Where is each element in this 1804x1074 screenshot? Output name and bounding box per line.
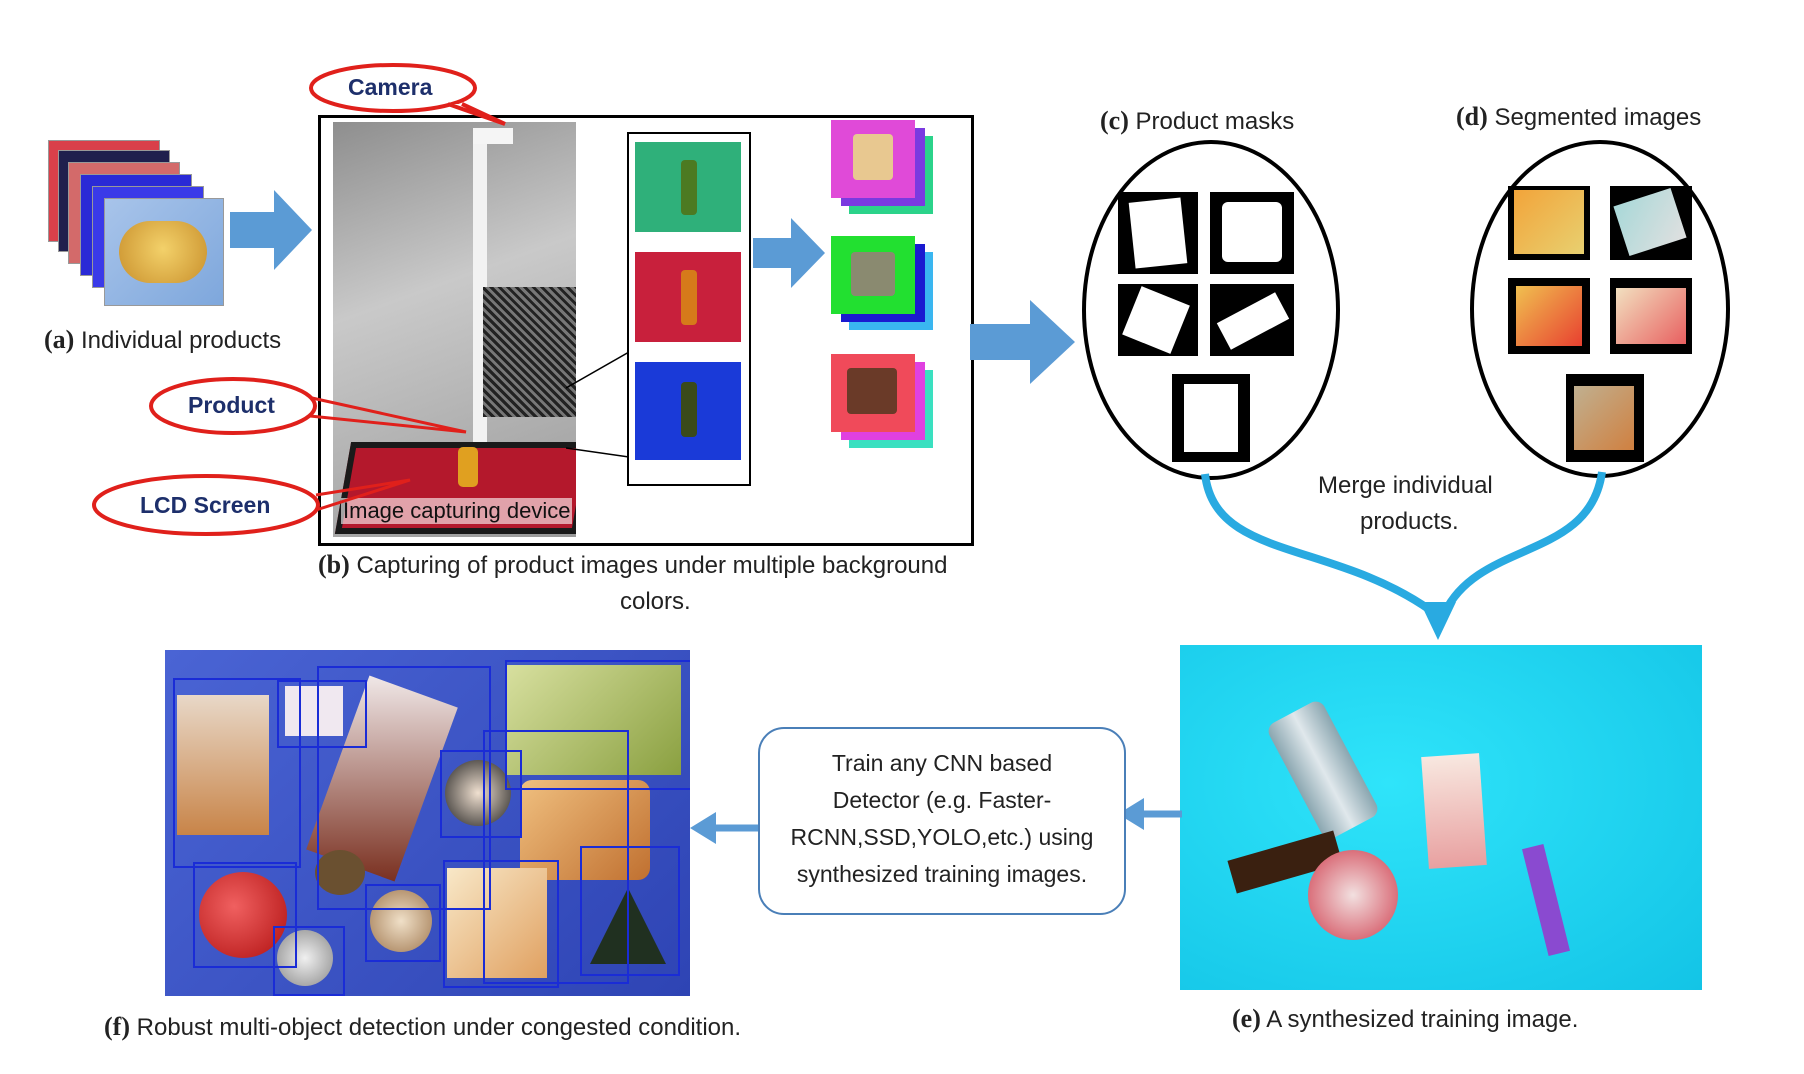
cookie-item (370, 890, 432, 952)
individual-products-stack (48, 140, 228, 310)
bounding-box (505, 660, 690, 790)
green-bg-sample (635, 142, 741, 232)
item-graphic (847, 368, 897, 414)
colored-stack-1 (831, 120, 941, 220)
caption-e: (e) A synthesized training image. (1232, 1004, 1579, 1033)
colored-stack-3 (831, 354, 941, 454)
bounding-box (580, 846, 680, 976)
blue-bg-sample (635, 362, 741, 460)
segmented-item (1616, 288, 1686, 344)
train-line-3: RCNN,SSD,YOLO,etc.) using (790, 824, 1094, 850)
detection-image (165, 650, 690, 996)
mask-shape (1222, 202, 1282, 262)
grid-panel (483, 287, 576, 417)
mask-tile (1118, 192, 1198, 274)
stack-layer (831, 236, 915, 314)
segmented-tile (1610, 186, 1692, 260)
masks-ellipse (1082, 140, 1340, 480)
camera-head (473, 128, 513, 144)
mask-tile (1210, 192, 1294, 274)
caption-a: (a) Individual products (44, 325, 282, 354)
bottle-graphic (681, 160, 697, 215)
caption-c: (c) Product masks (1100, 106, 1295, 135)
bottle-graphic (681, 382, 697, 437)
bounding-box (365, 884, 441, 962)
round-item (445, 760, 511, 826)
camera-callout: Camera (348, 74, 433, 100)
background-samples (627, 132, 751, 486)
mask-tile (1118, 284, 1198, 356)
kiwi-item (315, 850, 365, 895)
stick-graphic (1522, 843, 1570, 957)
capture-device-panel: Image capturing device (318, 115, 974, 546)
train-line-2: Detector (e.g. Faster- (832, 787, 1052, 813)
arrow-e-to-train (1118, 798, 1182, 830)
train-detector-box: Train any CNN based Detector (e.g. Faste… (758, 727, 1126, 915)
bounding-box (483, 730, 629, 984)
merge-text-line1: Merge individual (1318, 472, 1493, 499)
apple-item (199, 872, 287, 958)
stack-layer (831, 354, 915, 432)
bounding-box (193, 862, 297, 968)
train-line-4: synthesized training images. (796, 861, 1088, 887)
bounding-box (317, 666, 491, 910)
item-graphic (851, 252, 895, 296)
item-graphic (853, 134, 893, 180)
train-line-1: Train any CNN based (831, 750, 1053, 776)
arrow-train-to-f (690, 812, 758, 844)
red-bg-sample (635, 252, 741, 342)
sandwich-item (447, 868, 547, 978)
stack-layer (831, 120, 915, 198)
synthesized-image (1180, 645, 1702, 990)
caption-f: (f) Robust multi-object detection under … (104, 1012, 742, 1041)
segmented-tile (1566, 374, 1644, 462)
can-graphic (1265, 698, 1381, 842)
sandwich-graphic (1421, 753, 1487, 869)
segmented-tile (1508, 186, 1590, 260)
bounding-box (173, 678, 301, 868)
segmented-item (1516, 286, 1582, 346)
segmented-tile (1508, 278, 1590, 354)
colored-stack-2 (831, 236, 941, 336)
bounding-box (273, 926, 345, 996)
bounding-box (443, 860, 559, 988)
mask-shape (1184, 384, 1238, 452)
segmented-tile (1610, 278, 1692, 354)
caption-b-line2: colors. (620, 588, 691, 615)
bread-item (177, 695, 269, 835)
caption-d: (d) Segmented images (1456, 102, 1702, 131)
zoom-lines (566, 347, 637, 459)
mask-tile (1172, 374, 1250, 462)
lid-graphic (1308, 850, 1398, 940)
lcd-callout: LCD Screen (140, 492, 271, 518)
package-item (285, 686, 343, 736)
bounding-box (440, 750, 522, 838)
device-label: Image capturing device (341, 498, 573, 524)
can-item (277, 930, 333, 986)
device-photo (333, 122, 576, 537)
segmented-item (1514, 190, 1584, 254)
mask-tile (1210, 284, 1294, 356)
caption-b-line1: (b) Capturing of product images under mu… (318, 550, 948, 579)
bread-graphic (119, 221, 207, 283)
arrow-b-to-c (970, 300, 1075, 384)
bounding-box (277, 680, 367, 748)
arrow-a-to-b (230, 190, 312, 270)
arrow-samples-to-stacks (753, 218, 825, 288)
product-callout: Product (188, 392, 275, 418)
segmented-item (1574, 386, 1634, 450)
product-card-front (104, 198, 224, 306)
bottle-graphic (681, 270, 697, 325)
merge-text-line2: products. (1360, 508, 1459, 535)
salad-item (505, 665, 681, 775)
product-graphic (458, 447, 478, 487)
